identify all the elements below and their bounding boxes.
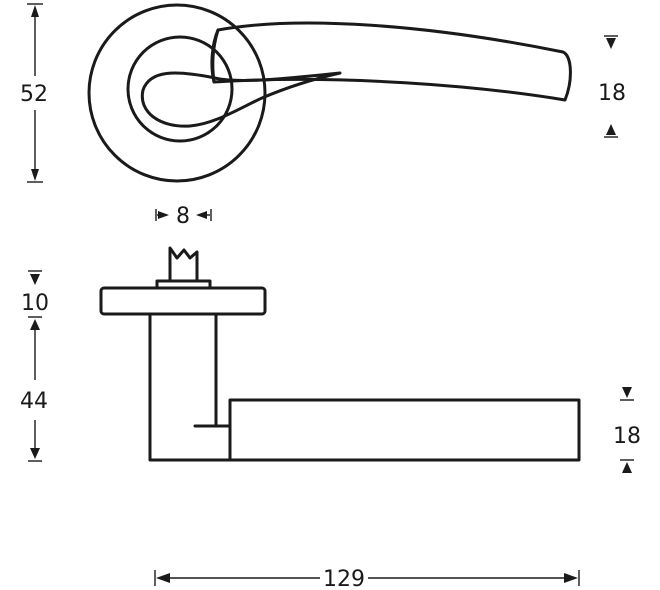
dimension-projection: 44	[20, 319, 48, 462]
spindle-width-label: 8	[176, 204, 190, 229]
rose-side	[99, 286, 267, 316]
rose-thickness-label: 10	[21, 291, 49, 316]
rose-diameter-label: 52	[20, 82, 48, 107]
top-view	[87, 3, 572, 183]
dimension-side-lever-thickness: 18	[613, 387, 641, 473]
lever-neck-side	[148, 312, 581, 462]
lever-root-edge	[211, 28, 220, 84]
projection-label: 44	[20, 389, 48, 414]
dimension-lever-length: 129	[154, 567, 580, 590]
rose-outer	[87, 3, 267, 183]
dimension-rose-diameter: 52	[20, 3, 48, 183]
top-lever-thickness-label: 18	[598, 81, 626, 106]
spindle	[168, 246, 199, 283]
dimension-top-lever-thickness: 18	[598, 35, 626, 138]
lever-length-label: 129	[323, 567, 365, 590]
dimension-spindle-width: 8	[155, 204, 212, 229]
dimension-rose-thickness: 10	[21, 270, 49, 318]
side-lever-thickness-label: 18	[613, 424, 641, 449]
rose-inner	[126, 35, 234, 143]
side-view	[99, 246, 581, 462]
